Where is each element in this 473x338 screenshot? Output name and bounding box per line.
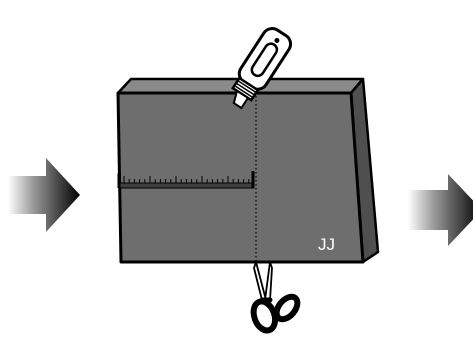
right-arrow [408,174,473,246]
block-label: JJ [318,235,335,254]
scissors-icon [250,262,302,333]
block: JJ [118,79,378,262]
left-arrow [8,158,80,232]
